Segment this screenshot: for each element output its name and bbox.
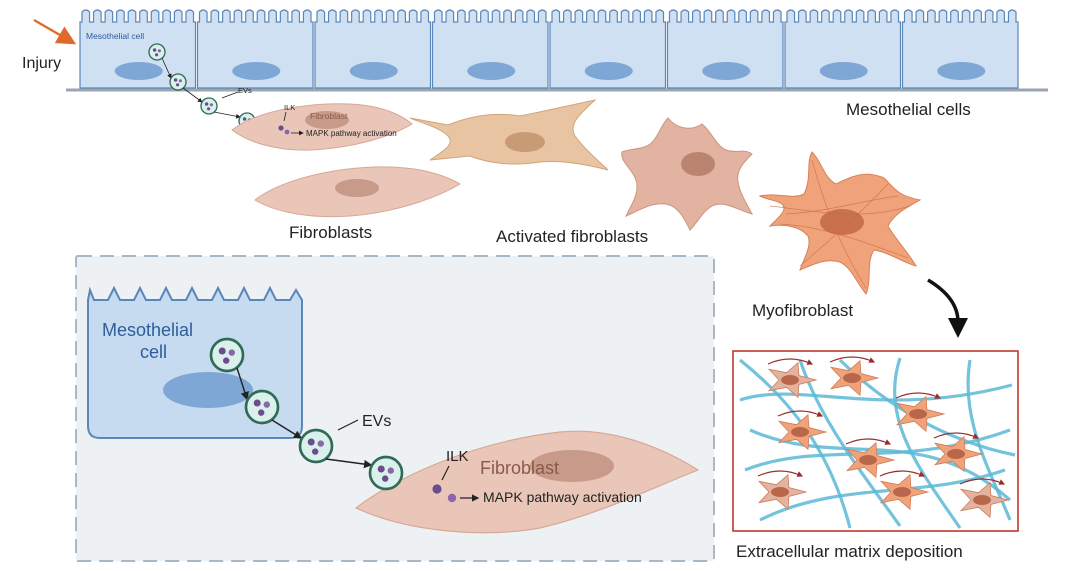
- flow-arrow: [213, 111, 241, 119]
- fibroblast-large-label: Fibroblast: [480, 458, 559, 478]
- mesothelial-cell-large-label-line2: cell: [140, 342, 167, 362]
- mesothelial-cell-small-label: Mesothelial cell: [86, 31, 144, 41]
- star-fibroblast-cell: [621, 117, 753, 231]
- evs-small-leader: [221, 91, 239, 99]
- flow-arrow: [236, 367, 249, 401]
- ecm-myofibroblast: [933, 432, 984, 473]
- ecm-panel: [732, 350, 1019, 532]
- ecm-myofibroblast: [829, 356, 880, 397]
- ecm-myofibroblast: [767, 358, 818, 399]
- extracellular-vesicle: [148, 43, 166, 61]
- collagen-fiber: [739, 383, 1013, 402]
- ecm-deposition-label: Extracellular matrix deposition: [736, 542, 963, 561]
- mesothelial-cell: [901, 9, 1019, 89]
- collagen-fiber: [893, 357, 962, 529]
- mesothelial-cell: [196, 9, 314, 89]
- mapk-small-label: MAPK pathway activation: [306, 129, 397, 138]
- fibroblast-cell: [254, 166, 461, 218]
- fibroblast-small-label: Fibroblast: [310, 111, 348, 121]
- mesothelial-cell: [431, 9, 549, 89]
- ecm-myofibroblast: [879, 470, 930, 511]
- ecm-myofibroblast: [959, 478, 1010, 519]
- collagen-fiber: [966, 359, 1012, 521]
- ilk-small-label: ILK: [284, 103, 295, 112]
- activated-fibroblast-cell: [409, 99, 609, 171]
- extracellular-vesicle: [169, 73, 187, 91]
- small-target-fibroblast: [231, 103, 413, 151]
- ecm-myofibroblast: [895, 392, 946, 433]
- flow-arrow: [182, 87, 203, 103]
- ecm-myofibroblast: [845, 438, 896, 479]
- extracellular-vesicle: [368, 455, 404, 491]
- flow-arrow: [161, 57, 172, 79]
- extracellular-vesicle: [244, 389, 280, 425]
- mapk-large-label: MAPK pathway activation: [483, 489, 642, 505]
- ecm-myofibroblast: [777, 410, 828, 451]
- mesothelial-cell: [314, 9, 432, 89]
- flow-arrow: [325, 458, 373, 469]
- ecm-transition-arrow: [927, 278, 960, 323]
- injury-arrow: [33, 18, 77, 45]
- mesothelial-cells-label: Mesothelial cells: [846, 100, 971, 119]
- extracellular-vesicle: [200, 97, 218, 115]
- extracellular-vesicle: [209, 337, 245, 373]
- detail-panel: [75, 255, 715, 562]
- flow-arrow: [271, 419, 303, 439]
- fibroblasts-label: Fibroblasts: [289, 223, 372, 242]
- mesothelial-layer: [66, 9, 1048, 92]
- mesothelial-cell: [784, 9, 902, 89]
- large-target-fibroblast: [354, 430, 700, 534]
- activated-fibroblasts-label: Activated fibroblasts: [496, 227, 648, 246]
- injury-label: Injury: [22, 55, 61, 72]
- evs-large-label: EVs: [362, 413, 391, 430]
- mesothelial-cell: [666, 9, 784, 89]
- mesothelial-cell: [549, 9, 667, 89]
- ilk-large-label: ILK: [446, 448, 469, 465]
- collagen-fiber: [759, 468, 1006, 522]
- evs-small-label: EVs: [238, 86, 252, 95]
- ecm-myofibroblast: [757, 470, 808, 511]
- mesothelial-cell-large-label-line1: Mesothelial: [102, 320, 193, 340]
- myofibroblast-label: Myofibroblast: [752, 301, 853, 320]
- extracellular-vesicle: [298, 428, 334, 464]
- myofibroblast-cell: [758, 151, 922, 295]
